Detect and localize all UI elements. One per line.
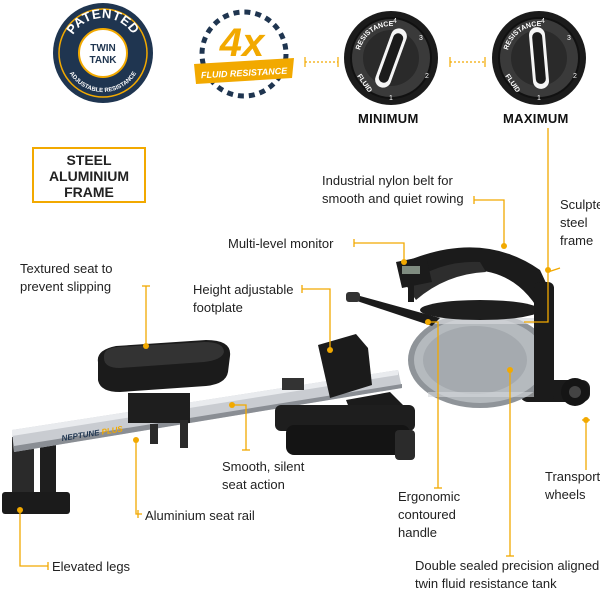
badge-connectors bbox=[304, 57, 486, 67]
dial-knob bbox=[375, 28, 407, 88]
svg-text:4: 4 bbox=[541, 18, 545, 25]
steel-aluminium-frame-badge: STEEL ALUMINIUM FRAME bbox=[32, 147, 146, 203]
callout-wheels: Transport wheels bbox=[545, 469, 600, 502]
front-legs bbox=[2, 437, 70, 514]
callout-handle: Ergonomic contoured handle bbox=[398, 489, 461, 540]
callout-sculpted-frame: Sculpted steel frame bbox=[560, 197, 600, 248]
minimum-dial: RESISTANCE FLUID 4 3 2 1 bbox=[344, 11, 438, 105]
maximum-label: MAXIMUM bbox=[503, 111, 569, 126]
frame-line-1: STEEL bbox=[66, 152, 112, 168]
svg-text:3: 3 bbox=[567, 35, 571, 42]
fluid-resistance-text: FLUID RESISTANCE bbox=[201, 66, 289, 81]
4x-text: 4x bbox=[219, 21, 266, 65]
plus-logo-text: PLUS bbox=[101, 424, 124, 436]
callout-legs: Elevated legs bbox=[52, 559, 131, 574]
svg-text:2: 2 bbox=[425, 73, 429, 80]
svg-text:1: 1 bbox=[537, 95, 541, 102]
leader-dots bbox=[17, 243, 589, 513]
callout-footplate: Height adjustable footplate bbox=[193, 282, 294, 315]
svg-text:3: 3 bbox=[419, 35, 423, 42]
handle bbox=[346, 292, 440, 326]
seat bbox=[97, 340, 231, 448]
leader-lines bbox=[19, 128, 590, 570]
svg-text:1: 1 bbox=[389, 95, 393, 102]
callout-belt: Industrial nylon belt for smooth and qui… bbox=[322, 173, 464, 206]
callout-seat: Textured seat to prevent slipping bbox=[20, 261, 113, 294]
dial-knob bbox=[528, 27, 550, 89]
callout-seat-action: Smooth, silent seat action bbox=[222, 459, 305, 492]
ribbon-shape bbox=[194, 58, 294, 84]
callout-monitor: Multi-level monitor bbox=[228, 236, 334, 251]
svg-text:4: 4 bbox=[393, 18, 397, 25]
frame-line-3: FRAME bbox=[64, 184, 114, 200]
svg-text:2: 2 bbox=[573, 73, 577, 80]
minimum-label: MINIMUM bbox=[358, 111, 419, 126]
patented-twin-tank-badge: PATENTED ADJUSTABLE RESISTANCE TWIN TANK bbox=[53, 3, 153, 103]
water-tank bbox=[408, 300, 552, 408]
callout-tank: Double sealed precision aligned twin flu… bbox=[415, 558, 600, 591]
fluid-resistance-badge: 4x FLUID RESISTANCE bbox=[194, 9, 294, 99]
maximum-dial: RESISTANCE FLUID 4 3 2 1 bbox=[492, 11, 586, 105]
twin-text: TWIN bbox=[90, 43, 116, 54]
callout-rail: Aluminium seat rail bbox=[145, 508, 255, 523]
frame-line-2: ALUMINIUM bbox=[48, 168, 130, 184]
tank-text: TANK bbox=[89, 55, 117, 66]
steel-frame bbox=[400, 247, 554, 402]
